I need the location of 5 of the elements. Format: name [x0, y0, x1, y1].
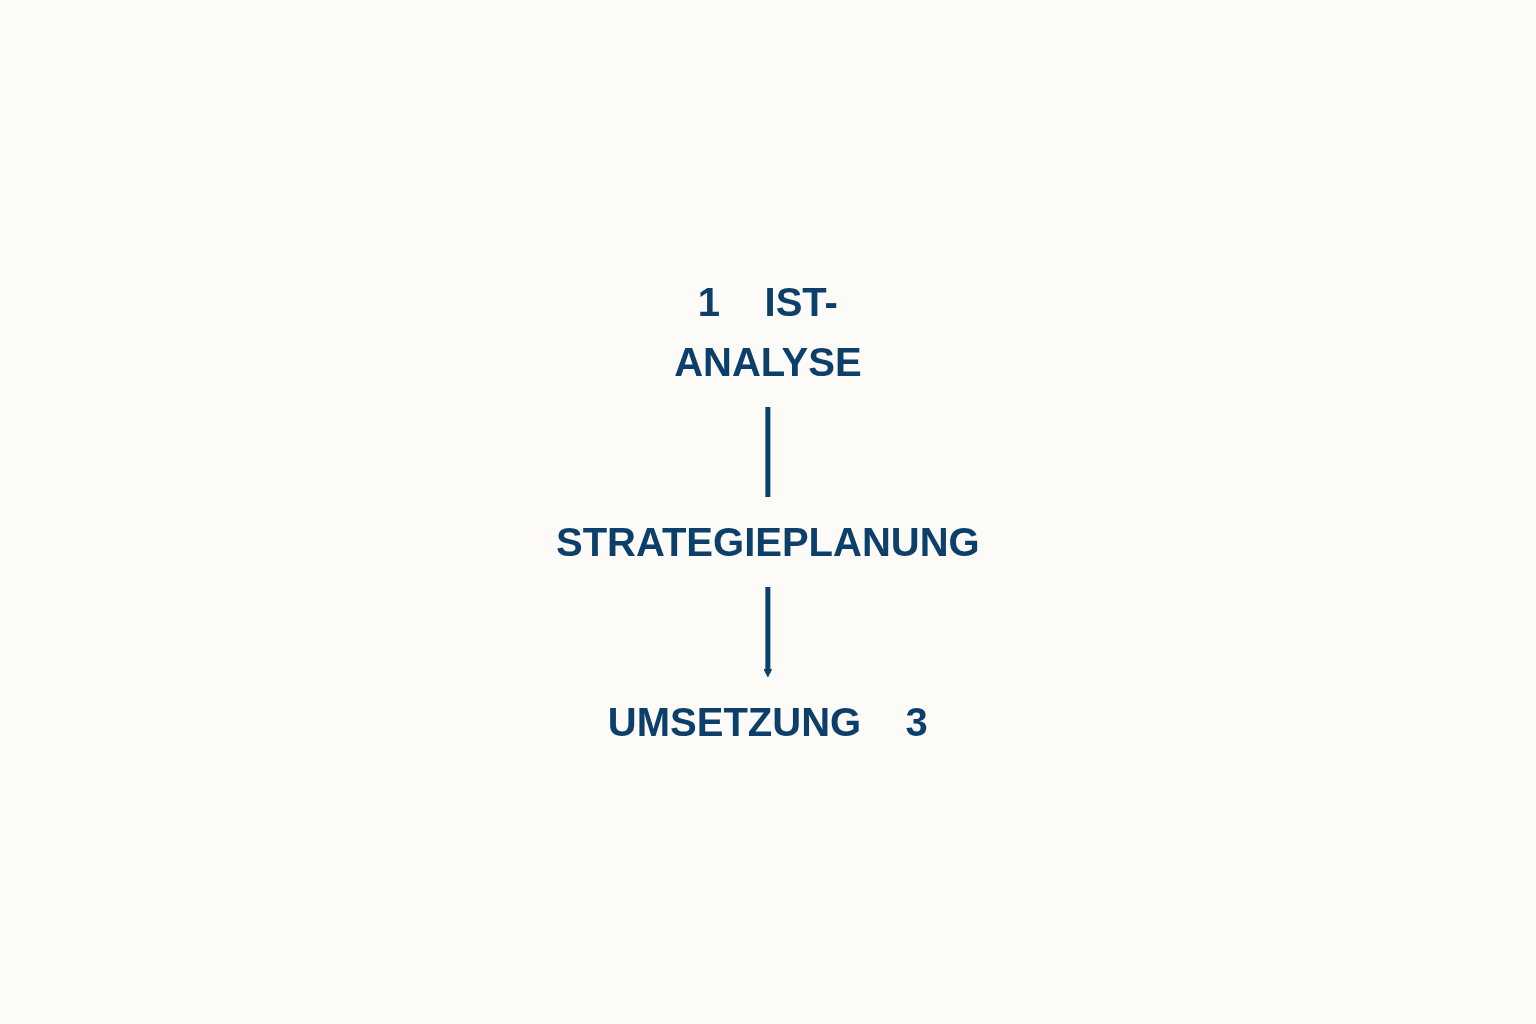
connector	[765, 407, 771, 497]
node-text: UMSETZUNG 3	[607, 700, 929, 744]
node-text: STRATEGIEPLANUNG	[556, 520, 980, 564]
node-text: 1 IST-ANALYSE	[674, 280, 862, 384]
arrow	[763, 587, 773, 678]
